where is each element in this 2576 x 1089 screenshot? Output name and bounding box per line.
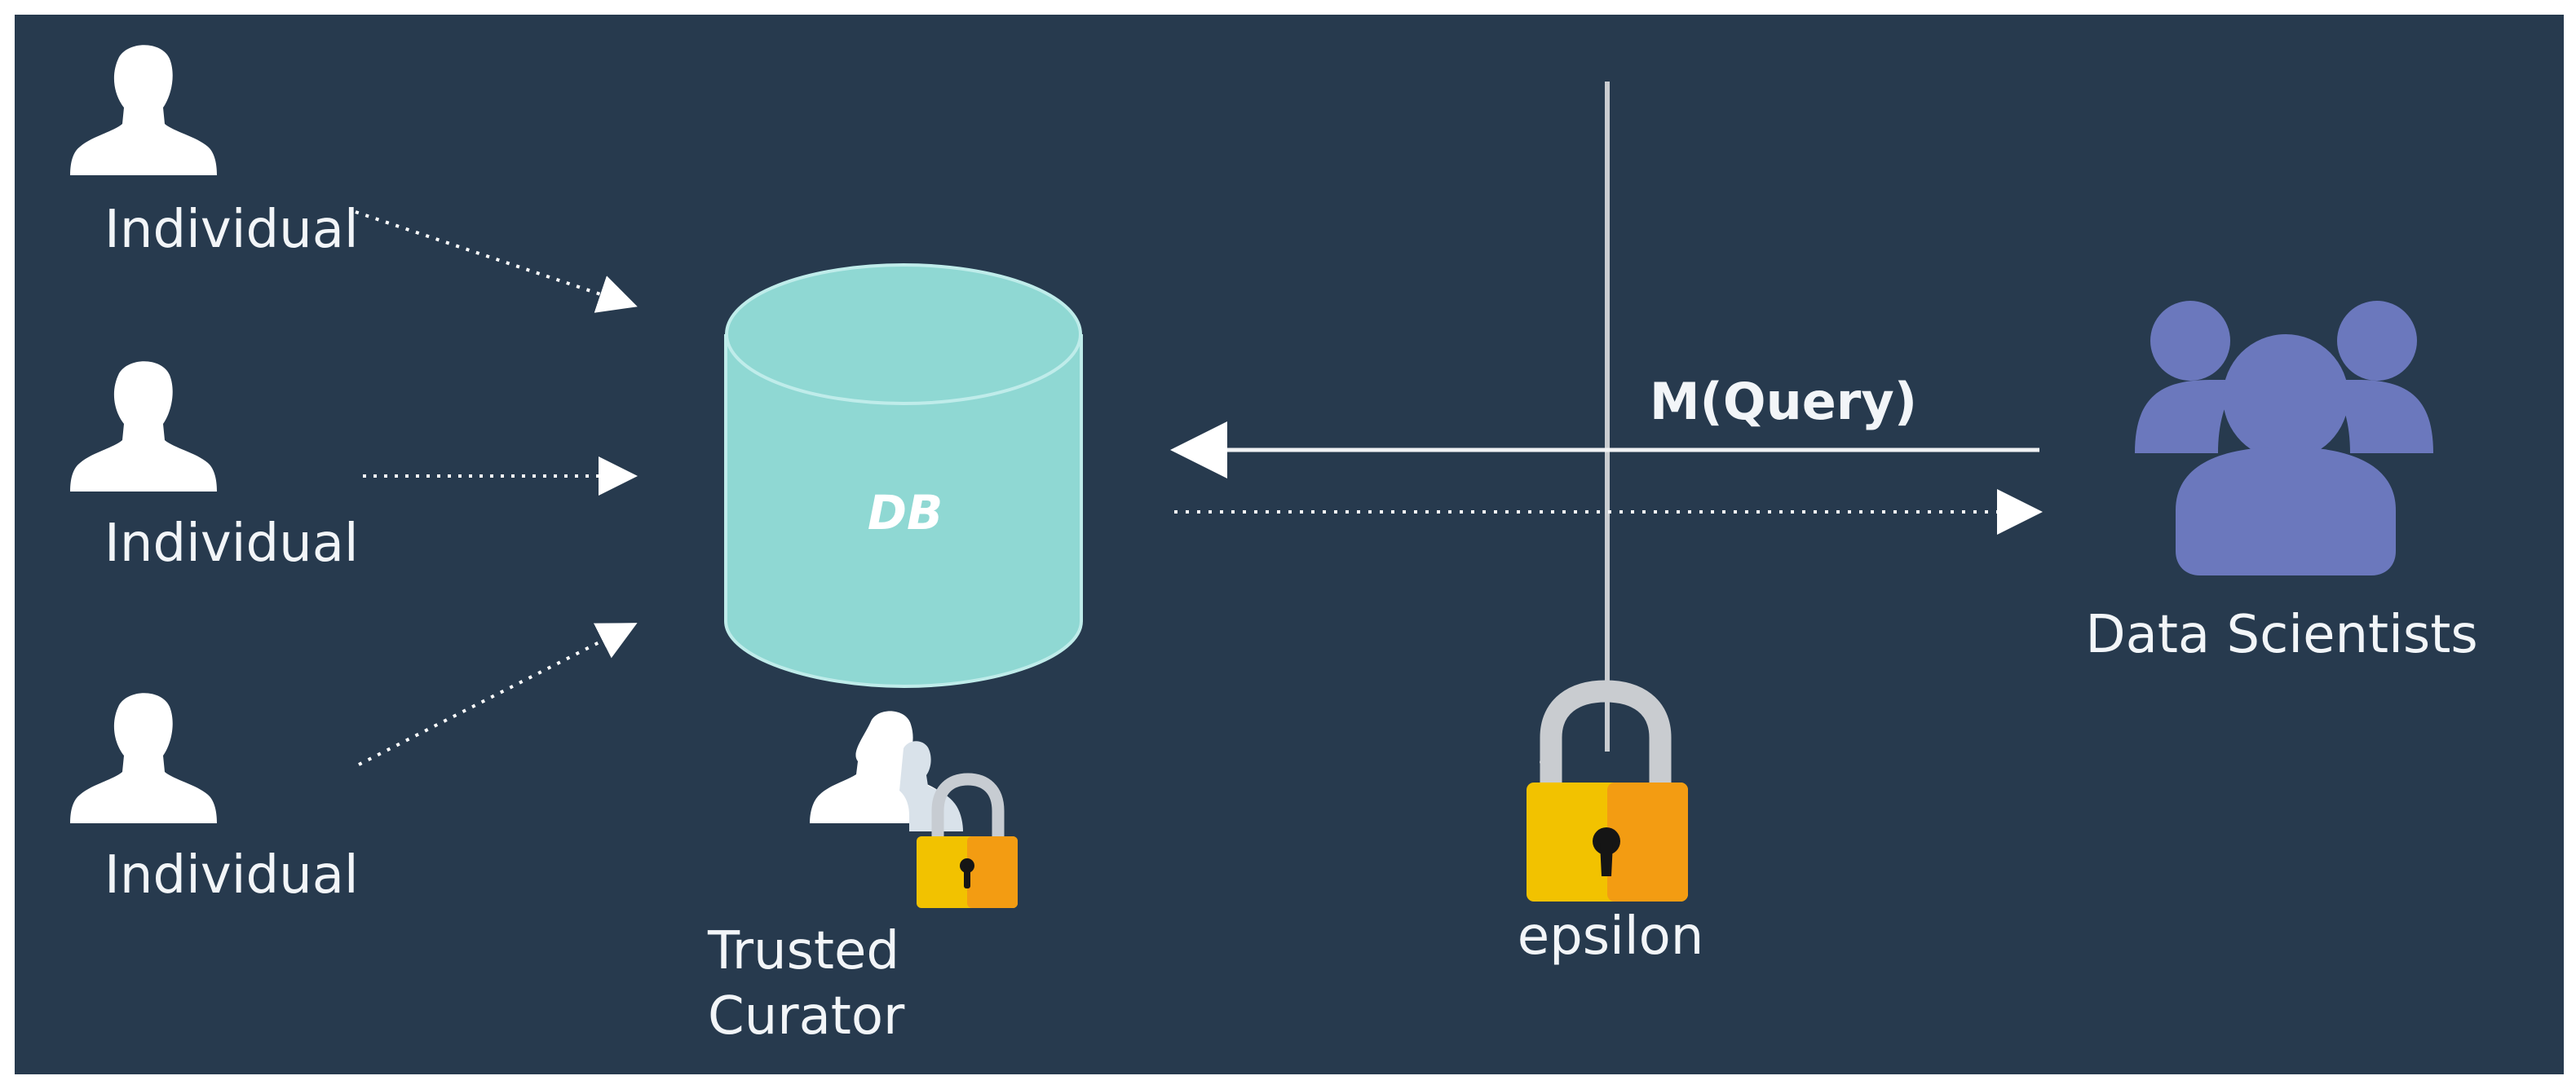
curator-label-line2: Curator	[708, 986, 905, 1047]
data-scientists-group-icon	[2135, 301, 2433, 575]
individual-top-person-icon	[70, 45, 217, 176]
individual-bottom-person-icon	[70, 693, 217, 823]
individual-top-to-db-arrow	[355, 210, 638, 313]
curator-lock-icon	[810, 711, 1018, 908]
data-scientists-label: Data Scientists	[2085, 605, 2477, 665]
individual-middle-label: Individual	[104, 514, 359, 574]
padlock-icon	[1527, 680, 1688, 902]
curator-label-line1: Trusted	[707, 921, 899, 981]
diagram-panel	[15, 15, 2564, 1074]
individual-middle-person-icon	[70, 361, 217, 492]
privacy-label: epsilon	[1518, 906, 1704, 967]
database-cylinder-icon	[724, 263, 1083, 689]
individual-top-label: Individual	[104, 200, 359, 260]
individual-bottom-label: Individual	[104, 845, 359, 906]
individual-bottom-to-db-arrow	[358, 623, 638, 766]
database-label: DB	[868, 485, 943, 540]
query-label: M(Query)	[1650, 372, 1917, 431]
